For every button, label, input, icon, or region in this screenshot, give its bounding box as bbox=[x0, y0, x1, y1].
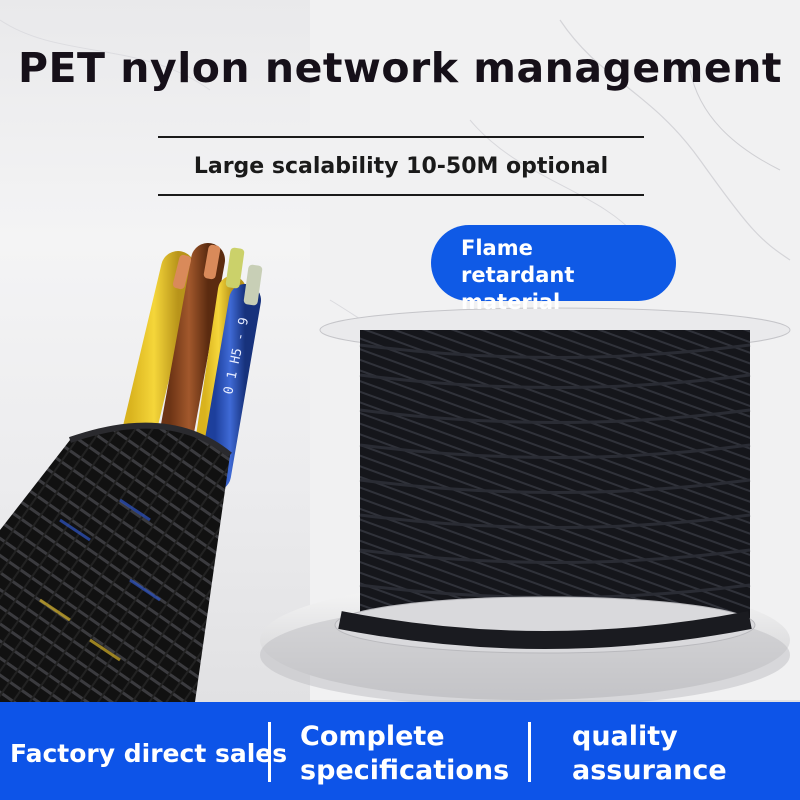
braided-sleeve-reel bbox=[359, 330, 751, 620]
feature-footer: Factory direct sales Complete specificat… bbox=[0, 702, 800, 800]
footer-divider bbox=[268, 722, 271, 782]
subtitle-band: Large scalability 10-50M optional bbox=[158, 136, 644, 196]
footer-item2-line1: Complete bbox=[300, 721, 445, 752]
footer-item3-line1: quality bbox=[572, 721, 678, 752]
braided-sleeve-cable bbox=[0, 425, 230, 702]
feature-badge: Flame retardant material bbox=[431, 225, 676, 314]
footer-divider bbox=[528, 722, 531, 782]
page-title: PET nylon network management bbox=[17, 44, 782, 92]
footer-item2-line2: specifications bbox=[300, 755, 510, 786]
badge-line-2: material bbox=[461, 290, 561, 314]
footer-factory-direct: Factory direct sales bbox=[10, 739, 288, 768]
badge-line-1: Flame retardant bbox=[461, 236, 575, 287]
footer-complete-specs: Complete specifications bbox=[300, 720, 509, 788]
subtitle: Large scalability 10-50M optional bbox=[193, 153, 609, 179]
footer-quality-assurance: quality assurance bbox=[572, 720, 727, 788]
footer-item3-line2: assurance bbox=[572, 755, 727, 786]
